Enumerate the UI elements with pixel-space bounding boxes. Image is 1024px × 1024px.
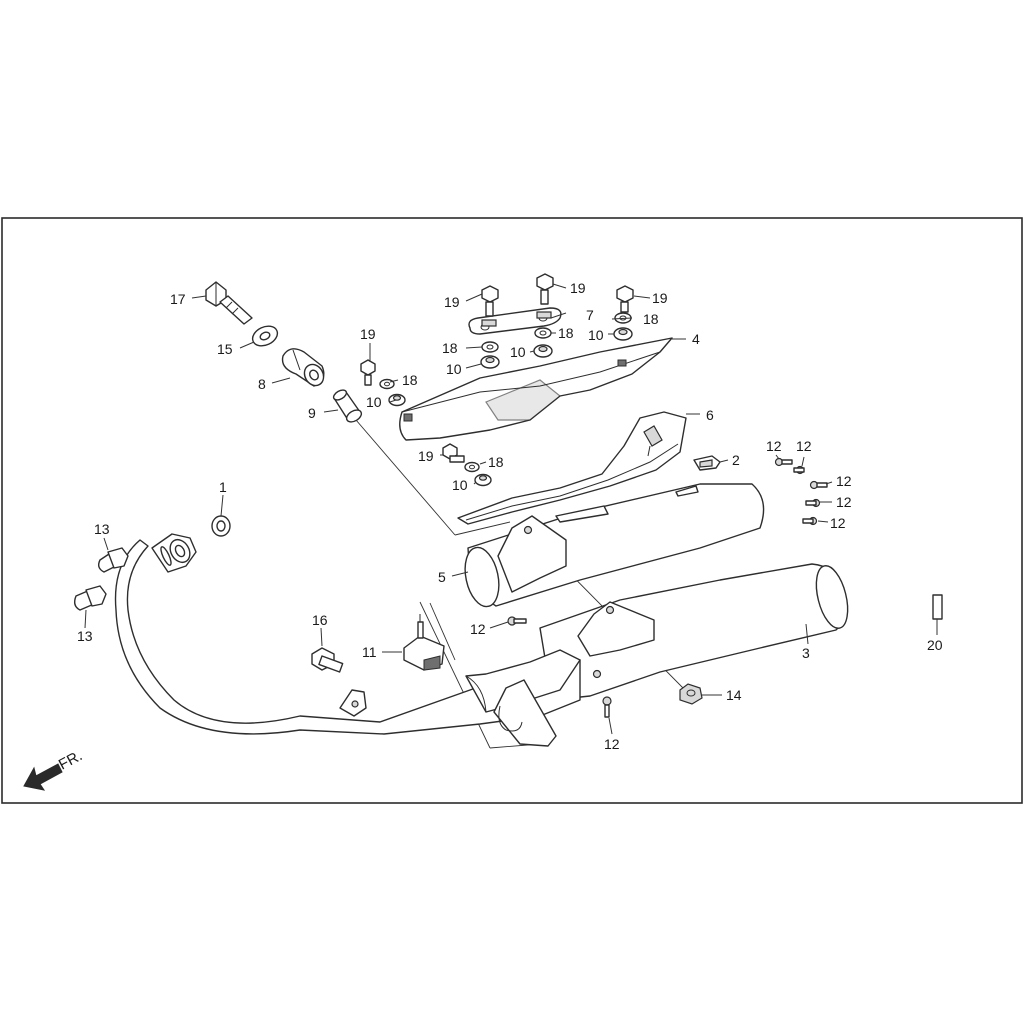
callout-3: 3 [802, 645, 810, 661]
callout-12-b: 12 [796, 438, 812, 454]
diagram-frame [1, 217, 1023, 804]
callout-8: 8 [258, 376, 266, 392]
part-18-washer-middle [534, 327, 552, 339]
callout-18-right: 18 [643, 311, 659, 327]
callout-19-lower-shield: 19 [418, 448, 434, 464]
part-1-gasket [211, 515, 231, 537]
arrow-left-icon [23, 763, 63, 791]
part-10-nut-right [613, 327, 633, 341]
part-17-bolt [205, 281, 253, 325]
callout-11: 11 [362, 644, 377, 660]
part-19-bolt-top-left [481, 285, 499, 327]
part-8-grommet [281, 348, 325, 387]
callout-12-muffler: 12 [470, 621, 486, 637]
callout-4: 4 [692, 331, 700, 347]
callout-9: 9 [308, 405, 316, 421]
callout-10-mid-left: 10 [446, 361, 462, 377]
callout-7: 7 [586, 307, 594, 323]
part-2-clip [693, 455, 721, 471]
part-9-collar [332, 389, 363, 423]
part-10-nut-middle [533, 344, 553, 358]
part-19-bolt-top-middle [536, 273, 554, 319]
callout-10-lower-shield: 10 [452, 477, 468, 493]
part-19-bolt-top-right [616, 285, 634, 313]
part-16-bolt [311, 647, 344, 673]
callout-5: 5 [438, 569, 446, 585]
callout-2: 2 [732, 452, 740, 468]
callout-18-mid-left: 18 [442, 340, 458, 356]
part-12-screw-e [802, 516, 818, 526]
callout-12-e: 12 [830, 515, 846, 531]
callout-12-a: 12 [766, 438, 782, 454]
callout-14: 14 [726, 687, 742, 703]
part-3-muffler [539, 563, 849, 701]
part-12-screw-b [793, 465, 805, 475]
callout-13-upper: 13 [94, 521, 110, 537]
callout-20: 20 [927, 637, 943, 653]
callout-16: 16 [312, 612, 328, 628]
callout-18-left-stack: 18 [402, 372, 418, 388]
callout-10-right: 10 [588, 327, 604, 343]
callout-12-c: 12 [836, 473, 852, 489]
part-12-screw-lower [602, 696, 612, 718]
callout-10-left-stack: 10 [366, 394, 382, 410]
part-4-upper-heat-shield [399, 337, 673, 441]
part-10-nut-mid-left [480, 355, 500, 369]
part-15-washer [251, 325, 279, 347]
part-19-bolt-lower-shield [442, 443, 465, 463]
callout-18-lower-shield: 18 [488, 454, 504, 470]
part-18-washer-left-stack [379, 378, 395, 390]
part-13-acorn-nut-lower [73, 585, 107, 611]
callout-15: 15 [217, 341, 233, 357]
part-20-tag [932, 594, 943, 620]
part-18-washer-lower-shield [464, 461, 480, 473]
callout-18-middle: 18 [558, 325, 574, 341]
callout-12-lower: 12 [604, 736, 620, 752]
callout-19-top-right: 19 [652, 290, 668, 306]
callout-10-middle: 10 [510, 344, 526, 360]
callout-12-d: 12 [836, 494, 852, 510]
part-12-screws-right-cluster [774, 457, 828, 526]
callout-19-top-middle: 19 [570, 280, 586, 296]
callout-13-lower: 13 [77, 628, 93, 644]
callout-17: 17 [170, 291, 186, 307]
part-11-sensor [403, 614, 445, 671]
part-19-bolt-left-stack [360, 359, 376, 386]
part-12-screw-muffler [507, 616, 527, 626]
leader-lines [84, 283, 938, 735]
part-12-screw-a [774, 457, 793, 467]
front-direction-arrow: FR. [23, 747, 85, 791]
part-12-screw-c [809, 480, 828, 490]
part-10-nut-lower-shield [474, 473, 492, 487]
callout-19-top-left: 19 [444, 294, 460, 310]
callout-1: 1 [219, 479, 227, 495]
callout-6: 6 [706, 407, 714, 423]
part-6-lower-heat-shield [457, 411, 687, 525]
callout-numbers: 17 15 8 9 19 18 10 19 19 7 18 18 10 10 1… [77, 280, 943, 752]
part-10-nut-left-stack [388, 393, 406, 407]
part-13-acorn-nut-upper [97, 547, 129, 573]
part-18-washer-mid-left [481, 341, 499, 353]
callout-19-left-stack: 19 [360, 326, 376, 342]
part-main-exhaust-pipe [114, 533, 581, 747]
part-14-nut [679, 683, 703, 705]
part-5-muffler-end [464, 483, 765, 608]
part-12-screw-d [805, 498, 821, 508]
